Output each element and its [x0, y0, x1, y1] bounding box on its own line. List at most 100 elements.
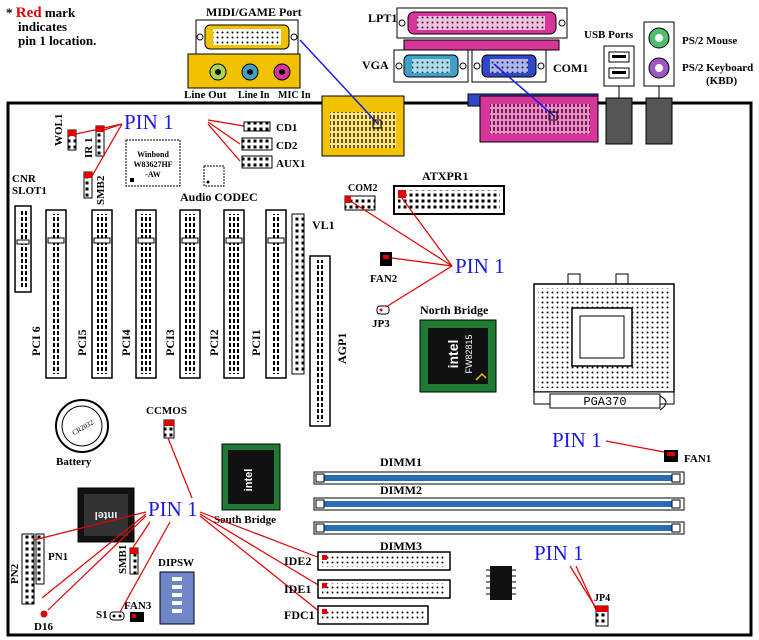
pn1-header: PN1 — [35, 533, 68, 585]
winbond-text2: W83627HF — [133, 160, 172, 169]
pin1-leaders-bottom-left — [33, 437, 321, 613]
aux1-label: AUX1 — [276, 158, 305, 170]
pga370-label: PGA370 — [583, 395, 626, 409]
cd2-label: CD2 — [276, 140, 298, 152]
pci4-slot: PCI4 — [119, 209, 157, 379]
mic-in-label: MIC In — [278, 90, 311, 101]
pin1-leaders-mid-right — [351, 197, 453, 308]
s1-label: S1 — [96, 609, 108, 621]
com1-label: COM1 — [553, 61, 588, 75]
pga370-socket: PGA370 — [533, 273, 675, 411]
midi-game-port: MIDI/GAME Port Line Out Line In MIC In — [184, 5, 311, 101]
smb2-header: SMB2 — [83, 171, 107, 205]
pin1-leaders-top-left — [75, 119, 245, 177]
fan3-label: FAN3 — [124, 600, 152, 612]
s1-switch: S1 — [96, 609, 125, 621]
lpt-com-board-connector — [467, 63, 599, 143]
cnr-label-2: SLOT1 — [12, 185, 47, 197]
jp4-jumper: JP4 — [594, 593, 610, 627]
usb-label: USB Ports — [584, 29, 634, 41]
north-bridge-chip: North Bridge intel FW82815 — [419, 303, 497, 393]
pin1-callout-mid-right: PIN 1 — [455, 254, 505, 278]
d16-label: D16 — [34, 621, 53, 633]
vl1-header: VL1 — [291, 213, 335, 375]
com2-label: COM2 — [348, 183, 377, 194]
pci2-label: PCI2 — [207, 329, 221, 356]
pci3-label: PCI3 — [163, 329, 177, 356]
cnr-slot: CNR SLOT1 — [12, 173, 47, 293]
aux1-header: AUX1 — [241, 155, 305, 170]
dimm1-label: DIMM1 — [380, 455, 422, 469]
ps2-keyboard-label: PS/2 Keyboard — [682, 62, 753, 74]
bios-chip: intel — [77, 487, 135, 543]
ide2-connector: IDE2 — [284, 551, 451, 571]
ide1-label: IDE1 — [284, 582, 311, 596]
com1-port: COM1 — [471, 49, 588, 83]
winbond-chip: Winbond W83627HF -AW — [125, 139, 181, 187]
pn2-label: PN2 — [9, 563, 21, 584]
dimm-slots: DIMM1 DIMM2 DIMM3 — [313, 455, 685, 553]
pci5-label: PCI5 — [75, 329, 89, 356]
south-bridge-label: South Bridge — [214, 514, 276, 526]
wol1-label: WOL1 — [53, 114, 65, 146]
fan1-label: FAN1 — [684, 453, 711, 465]
winbond-text1: Winbond — [137, 150, 169, 159]
dimm3-label: DIMM3 — [380, 539, 422, 553]
pin1-legend: * Red mark indicates pin 1 location. — [6, 6, 156, 48]
pci3-slot: PCI3 — [163, 209, 201, 379]
fan1-header: FAN1 — [664, 450, 711, 465]
pci6-slot: PCI 6 — [29, 209, 67, 379]
smb1-header: SMB1 — [117, 545, 139, 575]
pci4-label: PCI4 — [119, 329, 133, 356]
smb2-label: SMB2 — [95, 175, 107, 205]
dimm2-label: DIMM2 — [380, 483, 422, 497]
legend-line1: mark — [44, 5, 76, 20]
legend-line3: pin 1 location. — [18, 33, 97, 48]
pci5-slot: PCI5 — [75, 209, 113, 379]
legend-red-word: Red — [15, 5, 42, 21]
ps2-ports: PS/2 Mouse PS/2 Keyboard (KBD) — [643, 21, 753, 145]
midi-game-label: MIDI/GAME Port — [206, 5, 302, 19]
dip-switch: DIPSW — [158, 557, 195, 625]
com2-header: COM2 — [344, 183, 377, 211]
agp1-slot: AGP1 — [309, 255, 349, 427]
game-port-board — [299, 39, 405, 157]
ir1-label: IR 1 — [83, 138, 95, 158]
ide1-connector: IDE1 — [284, 579, 451, 599]
audio-codec-chip: Audio CODEC — [180, 165, 258, 204]
legend-star: * — [6, 5, 13, 20]
pin1-callout-top-left: PIN 1 — [124, 110, 174, 134]
pin1-callout-fan1: PIN 1 — [552, 428, 602, 452]
cnr-label-1: CNR — [12, 173, 37, 185]
pn2-header: PN2 — [9, 533, 35, 605]
fan2-header: FAN2 — [370, 252, 398, 285]
pin1-callout-jp4: PIN 1 — [534, 541, 584, 565]
battery: CR2032 Battery — [55, 399, 109, 468]
line-out-label: Line Out — [184, 89, 227, 101]
d16-led: D16 — [34, 610, 53, 633]
vga-label: VGA — [362, 58, 389, 72]
jp3-jumper: JP3 — [372, 305, 390, 330]
pin1-callout-bottom-left: PIN 1 — [148, 497, 198, 521]
atxpr1-connector: ATXPR1 — [393, 169, 505, 215]
north-bridge-label: North Bridge — [420, 303, 489, 317]
fdc1-label: FDC1 — [284, 608, 315, 622]
cd1-label: CD1 — [276, 122, 297, 134]
ccmos-jumper: CCMOS — [146, 405, 187, 439]
dipsw-label: DIPSW — [158, 557, 194, 569]
pci6-label: PCI 6 — [29, 326, 43, 356]
vga-port: VGA — [362, 49, 469, 83]
ccmos-label: CCMOS — [146, 405, 187, 417]
pn1-label: PN1 — [48, 551, 68, 563]
fan3-header: FAN3 — [124, 600, 152, 622]
fan2-label: FAN2 — [370, 273, 398, 285]
lpt1-label: LPT1 — [368, 11, 397, 25]
fdc1-connector: FDC1 — [284, 605, 429, 625]
agp1-label: AGP1 — [335, 333, 349, 364]
ide2-label: IDE2 — [284, 554, 311, 568]
ps2-mouse-label: PS/2 Mouse — [682, 35, 737, 47]
svg-text:intel: intel — [243, 469, 255, 492]
battery-label: Battery — [56, 456, 92, 468]
pci1-label: PCI1 — [249, 329, 263, 356]
audio-codec-label: Audio CODEC — [180, 190, 258, 204]
